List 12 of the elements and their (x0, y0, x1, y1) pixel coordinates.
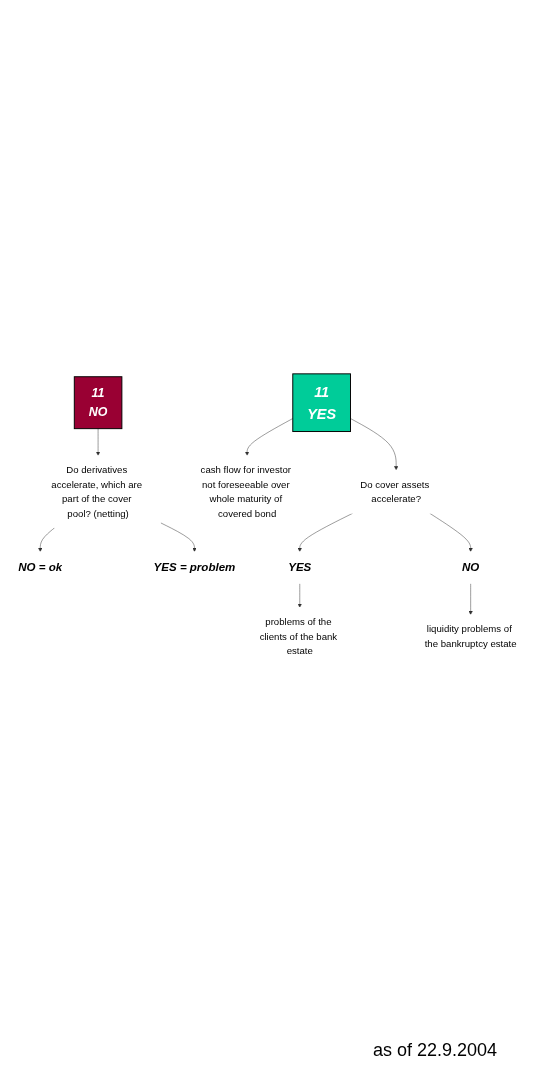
date-note: as of 22.9.2004 (371, 1040, 497, 1061)
node-box: 11 NO (73, 376, 123, 430)
node-text: problems of the clients of the bank estate (259, 617, 338, 657)
node-text: cash flow for investor not foreseeable over whole maturity of covered bond (200, 465, 291, 520)
node-text: Do cover assets accelerate? (360, 479, 430, 505)
node-text: YES = problem (153, 561, 236, 575)
node-box: 11 YES (292, 373, 351, 433)
node-text: liquidity problems of the bankruptcy estate (424, 624, 517, 650)
node-text: YES (288, 561, 312, 575)
node-text: NO = ok (18, 561, 63, 575)
node-text: Do derivatives accelerate, which are part of the cover pool? (netting) (51, 465, 143, 520)
node-text: NO (462, 561, 480, 575)
